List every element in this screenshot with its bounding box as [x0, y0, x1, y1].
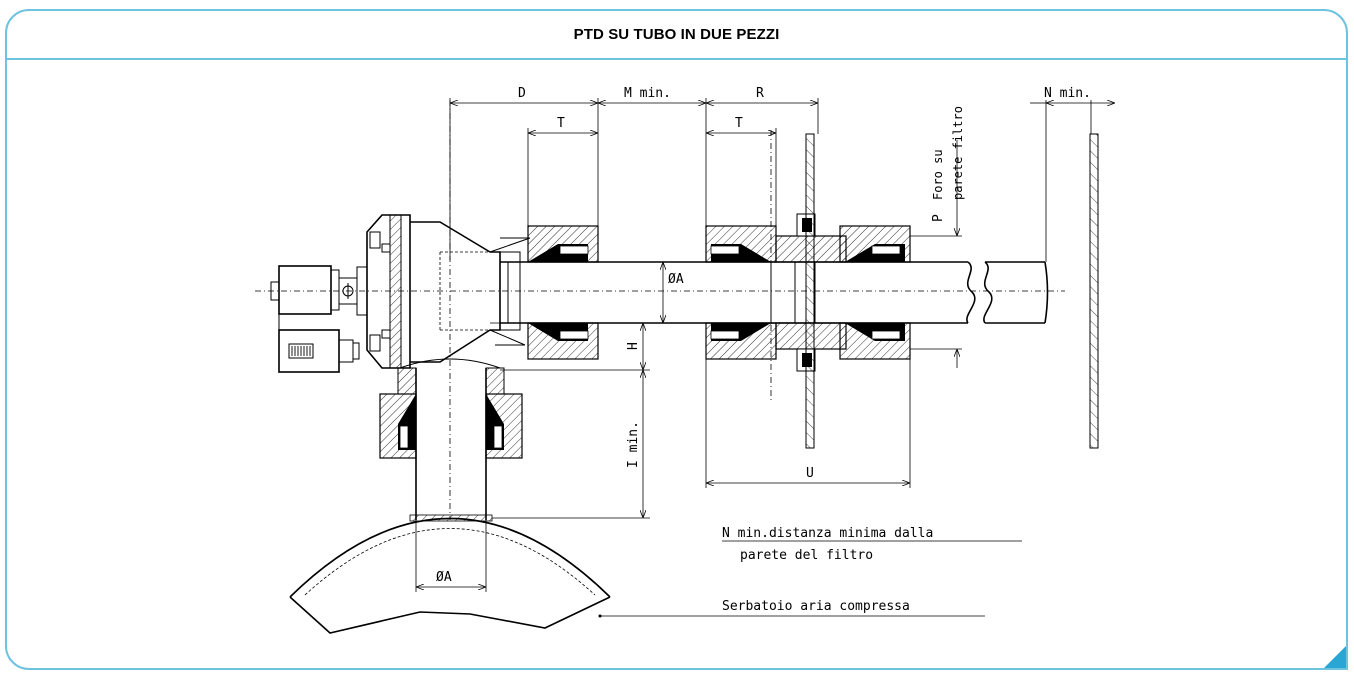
dim-label-h: H	[626, 342, 641, 350]
dim-label-d: D	[518, 86, 526, 101]
dim-label-t-right: T	[735, 116, 743, 131]
compressed-air-tank	[289, 517, 611, 634]
dim-label-p: P	[931, 214, 946, 222]
page-title: PTD SU TUBO IN DUE PEZZI	[573, 26, 780, 43]
foro-label-line1: Foro su	[931, 149, 945, 200]
dim-label-i: I min.	[626, 421, 641, 468]
notes: N min.distanza minima dalla parete del f…	[722, 526, 933, 614]
connector-plug	[278, 314, 360, 373]
dim-label-r: R	[756, 86, 764, 101]
vertical-fitting	[379, 367, 523, 459]
title-bar: PTD SU TUBO IN DUE PEZZI	[7, 11, 1346, 60]
foro-label-line2: parete filtro	[951, 106, 965, 200]
filter-wall-inner	[805, 133, 815, 449]
dim-label-t-left: T	[557, 116, 565, 131]
drawing-frame: PTD SU TUBO IN DUE PEZZI	[5, 9, 1348, 670]
dim-label-dia-vertical: ØA	[436, 570, 452, 585]
dim-label-m: M min.	[624, 86, 671, 101]
note-n-min-line1: N min.distanza minima dalla	[722, 526, 933, 541]
note-n-min-line2: parete del filtro	[740, 548, 873, 563]
valve-diaphragm	[366, 214, 411, 369]
solenoid-coil	[270, 265, 368, 316]
note-tank: Serbatoio aria compressa	[722, 599, 910, 614]
dimension-lines	[415, 98, 1115, 618]
horizontal-pipe	[500, 261, 1049, 324]
valve-body	[409, 221, 531, 363]
dimension-labels: D M min. R T T N min. P Foro su parete f…	[436, 86, 1091, 585]
filter-wall-outer	[1089, 133, 1099, 449]
pipe-fitting-1	[527, 225, 599, 360]
dim-label-n: N min.	[1044, 86, 1091, 101]
dim-label-u: U	[806, 466, 814, 481]
dim-label-dia-pipe: ØA	[668, 272, 684, 287]
